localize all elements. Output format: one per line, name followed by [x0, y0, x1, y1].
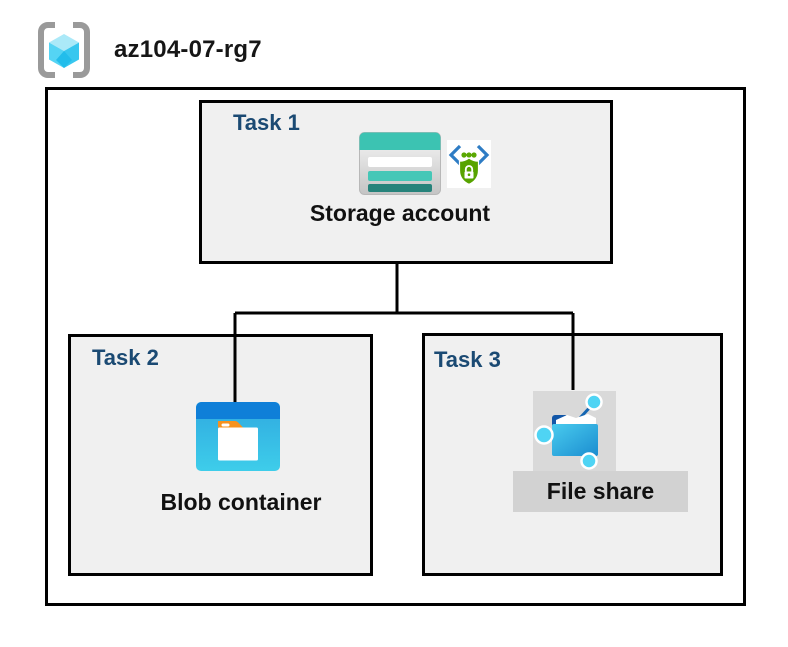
storage-account-label: Storage account — [309, 200, 491, 226]
task1-label: Task 1 — [233, 110, 300, 135]
file-share-icon-highlight — [533, 391, 616, 471]
resource-group-name: az104-07-rg7 — [114, 36, 262, 63]
task3-box: Task 3 — [422, 333, 723, 576]
shared-access-signature-icon — [447, 140, 491, 188]
task2-box: Task 2 Blob container — [68, 334, 373, 576]
file-share-label: File share — [546, 478, 655, 504]
resource-group-icon — [38, 22, 90, 78]
blob-container-icon — [196, 402, 280, 471]
file-share-label-highlight: File share — [513, 471, 688, 512]
file-share-icon — [533, 391, 616, 471]
task3-label: Task 3 — [434, 347, 501, 372]
task1-box: Task 1 — [199, 100, 613, 264]
storage-account-icon — [359, 132, 441, 195]
task2-label: Task 2 — [92, 345, 159, 370]
resource-group-header: az104-07-rg7 — [38, 22, 262, 78]
blob-container-label: Blob container — [160, 489, 322, 515]
